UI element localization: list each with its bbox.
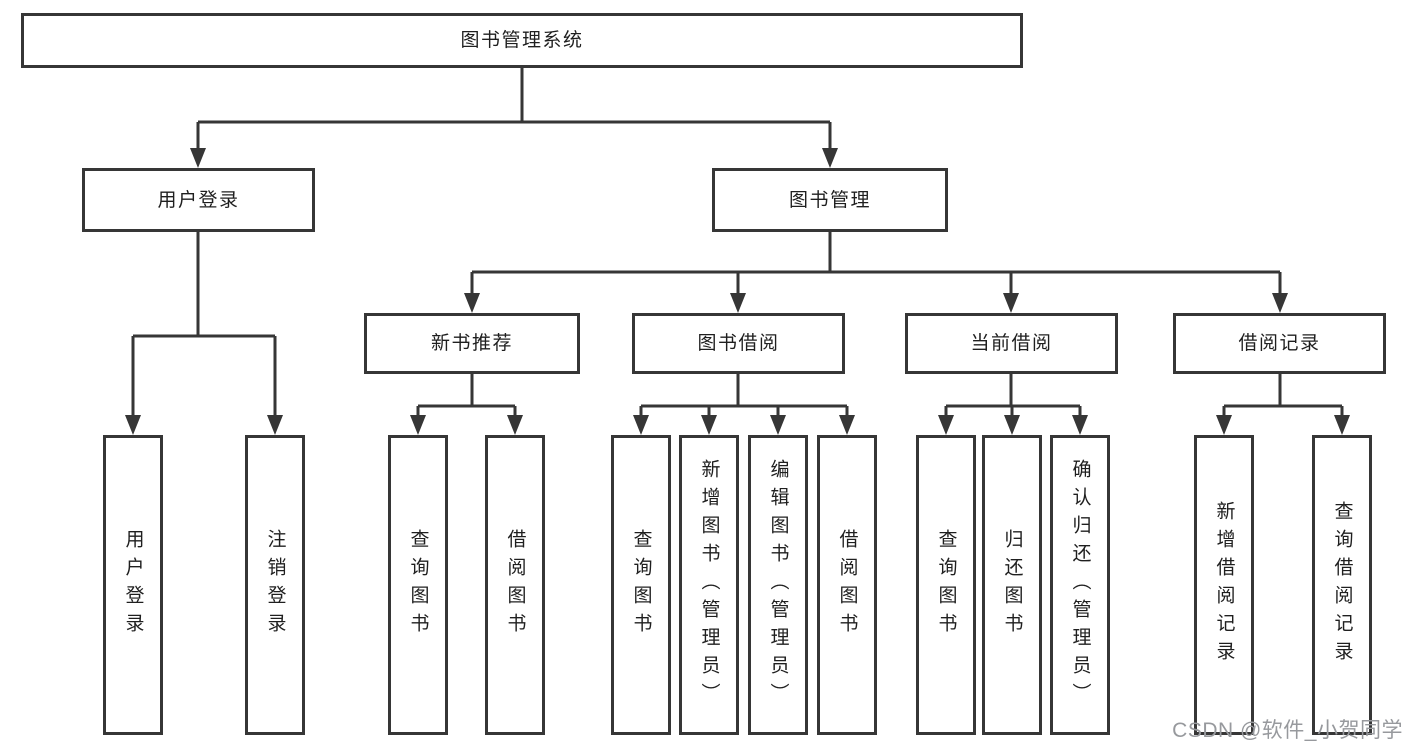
- leaf-borrow-books-recommend: 借阅图书: [485, 435, 545, 735]
- leaf-query-borrow-record: 查询借阅记录: [1312, 435, 1372, 735]
- leaf-query-books-current: 查询图书: [916, 435, 976, 735]
- leaf-user-login: 用户登录: [103, 435, 163, 735]
- node-library-management-system: 图书管理系统: [21, 13, 1023, 68]
- leaf-edit-books-admin: 编辑图书（管理员）: [748, 435, 808, 735]
- leaf-logout: 注销登录: [245, 435, 305, 735]
- node-user-login: 用户登录: [82, 168, 315, 232]
- leaf-borrow-books: 借阅图书: [817, 435, 877, 735]
- leaf-return-books: 归还图书: [982, 435, 1042, 735]
- leaf-confirm-return-admin: 确认归还（管理员）: [1050, 435, 1110, 735]
- node-book-management: 图书管理: [712, 168, 948, 232]
- node-book-borrowing: 图书借阅: [632, 313, 845, 374]
- node-borrow-records: 借阅记录: [1173, 313, 1386, 374]
- leaf-query-books-borrowing: 查询图书: [611, 435, 671, 735]
- csdn-watermark: CSDN @软件_小贺同学: [1172, 719, 1403, 742]
- node-current-borrowing: 当前借阅: [905, 313, 1118, 374]
- leaf-query-books-recommend: 查询图书: [388, 435, 448, 735]
- node-new-book-recommend: 新书推荐: [364, 313, 580, 374]
- leaf-add-borrow-record: 新增借阅记录: [1194, 435, 1254, 735]
- leaf-add-books-admin: 新增图书（管理员）: [679, 435, 739, 735]
